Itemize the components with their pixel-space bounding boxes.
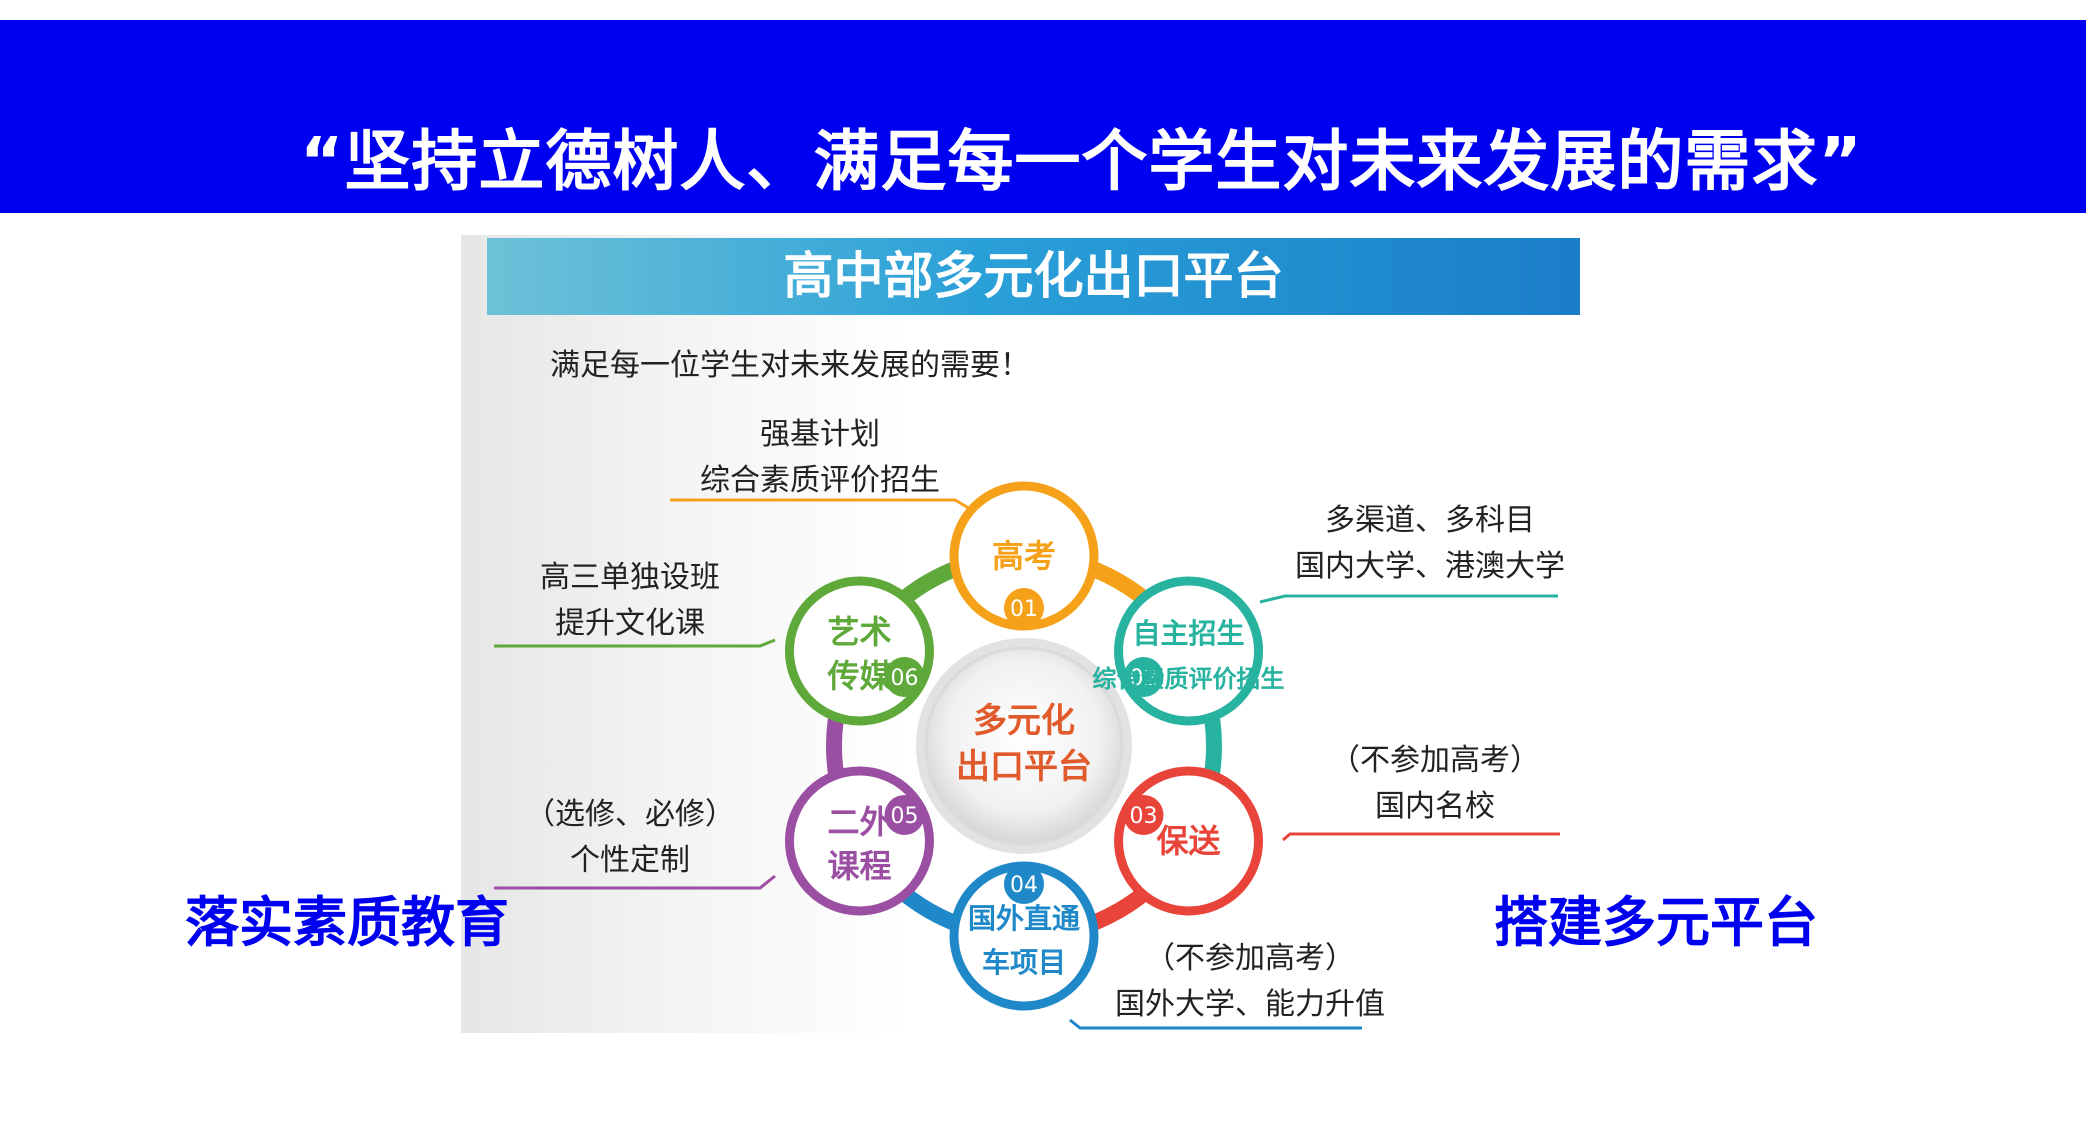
annotation-gaokao-line2: 综合素质评价招生 xyxy=(700,463,940,498)
node-number-yishu: 06 xyxy=(890,666,918,691)
guowai-leader-line xyxy=(1069,1018,1362,1030)
gaokao-leader-line xyxy=(670,498,973,512)
node-label-erwai-line1: 二外 xyxy=(827,803,891,841)
node-label-erwai-line2: 课程 xyxy=(827,847,891,885)
header-banner xyxy=(0,20,2086,213)
panel-header-bar xyxy=(487,238,1580,315)
node-circle-erwai xyxy=(784,766,934,916)
yishu-leader-line xyxy=(494,638,776,648)
node-number-badge-yishu xyxy=(884,657,925,697)
center-label-line2: 出口平台 xyxy=(956,747,1092,787)
node-label-baosong-line1: 保送 xyxy=(1157,822,1221,860)
node-label-zizhu-line1: 自主招生 xyxy=(1133,617,1245,650)
annotation-zizhu-line1: 多渠道、多科目 xyxy=(1325,503,1535,538)
node-number-zizhu: 02 xyxy=(1130,666,1158,691)
baosong-leader-line xyxy=(1282,832,1560,842)
node-number-guowai: 04 xyxy=(1010,873,1038,898)
annotation-guowai-line1: （不参加高考） xyxy=(1145,941,1355,976)
node-number-erwai: 05 xyxy=(890,804,918,829)
annotation-baosong-line2: 国内名校 xyxy=(1375,789,1495,824)
annotation-gaokao-line1: 强基计划 xyxy=(760,417,880,452)
left-slogan: 落实素质教育 xyxy=(185,891,509,954)
annotation-baosong-line1: （不参加高考） xyxy=(1330,743,1540,778)
node-gaokao: 01 高考 xyxy=(949,481,1099,631)
annotation-guowai: （不参加高考） 国外大学、能力升值 xyxy=(1100,936,1400,1028)
node-label-guowai-line1: 国外直通 xyxy=(968,902,1080,935)
node-label-yishu-line2: 传媒 xyxy=(826,657,892,695)
node-number-gaokao: 01 xyxy=(1010,597,1038,622)
annotation-erwai-line1: （选修、必修） xyxy=(525,797,735,832)
panel-subtitle: 满足每一位学生对未来发展的需要！ xyxy=(550,348,1030,383)
annotation-yishu-line2: 提升文化课 xyxy=(555,606,705,641)
node-number-badge-erwai xyxy=(884,795,925,835)
right-slogan: 搭建多元平台 xyxy=(1494,891,1818,954)
annotation-gaokao: 强基计划 综合素质评价招生 xyxy=(690,412,950,504)
annotation-erwai: （选修、必修） 个性定制 xyxy=(520,792,740,884)
node-number-badge-guowai xyxy=(1004,864,1044,904)
center-label-line1: 多元化 xyxy=(973,701,1075,741)
node-label-guowai-line2: 车项目 xyxy=(982,946,1066,979)
page-title: “坚持立德树人、满足每一个学生对未来发展的需求” xyxy=(300,123,1863,200)
node-label-yishu-line1: 艺术 xyxy=(827,613,891,651)
node-circle-yishu xyxy=(784,576,934,726)
zizhu-leader-line xyxy=(1259,594,1558,604)
node-label-gaokao-line1: 高考 xyxy=(992,537,1056,575)
node-number-badge-zizhu xyxy=(1123,657,1164,697)
node-number-badge-gaokao xyxy=(1004,588,1044,628)
erwai-leader-line xyxy=(494,874,776,890)
annotation-yishu-line1: 高三单独设班 xyxy=(540,560,720,595)
node-number-badge-baosong xyxy=(1123,795,1164,835)
node-label-zizhu-line2: 综合素质评价招生 xyxy=(1093,664,1285,693)
panel-title: 高中部多元化出口平台 xyxy=(783,247,1284,305)
annotation-yishu: 高三单独设班 提升文化课 xyxy=(520,555,740,647)
center-disc xyxy=(924,646,1124,846)
node-number-baosong: 03 xyxy=(1130,804,1158,829)
annotation-baosong: （不参加高考） 国内名校 xyxy=(1305,738,1565,830)
annotation-guowai-line2: 国外大学、能力升值 xyxy=(1115,987,1385,1022)
annotation-erwai-line2: 个性定制 xyxy=(570,843,690,878)
annotation-zizhu-line2: 国内大学、港澳大学 xyxy=(1295,549,1565,584)
annotation-zizhu: 多渠道、多科目 国内大学、港澳大学 xyxy=(1280,498,1580,590)
node-circle-zizhu xyxy=(1114,576,1264,726)
